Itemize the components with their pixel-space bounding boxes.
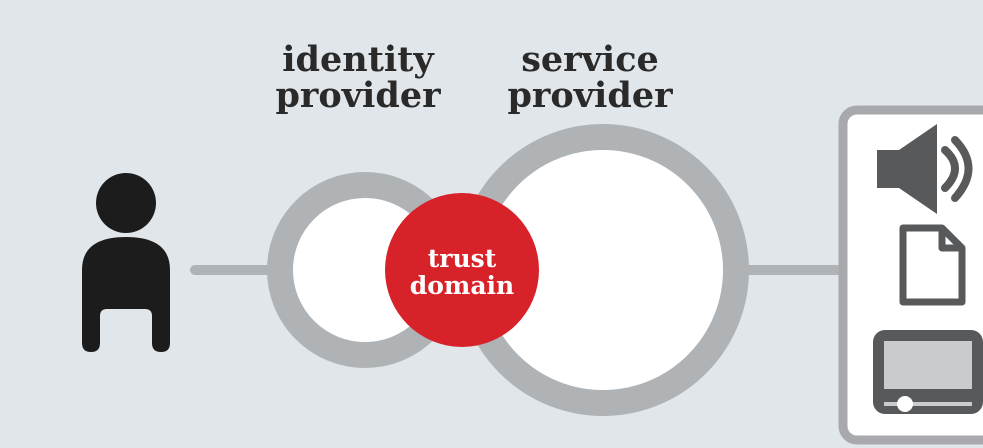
identity-provider-label: identity provider <box>258 42 458 114</box>
trust-domain-label: trust domain <box>386 245 538 299</box>
service-provider-label: service provider <box>490 42 690 114</box>
service-provider-label-line1: service <box>521 39 659 80</box>
speaker-icon <box>877 124 973 214</box>
trust-domain-circle <box>385 193 539 347</box>
trust-domain-label-line1: trust <box>427 244 497 273</box>
identity-provider-label-line2: provider <box>275 75 441 116</box>
service-provider-label-line2: provider <box>507 75 673 116</box>
user-icon <box>82 173 170 352</box>
document-icon <box>899 224 966 306</box>
video-player-icon <box>873 330 983 414</box>
trust-domain-label-line2: domain <box>409 271 515 300</box>
identity-provider-label-line1: identity <box>282 39 434 80</box>
